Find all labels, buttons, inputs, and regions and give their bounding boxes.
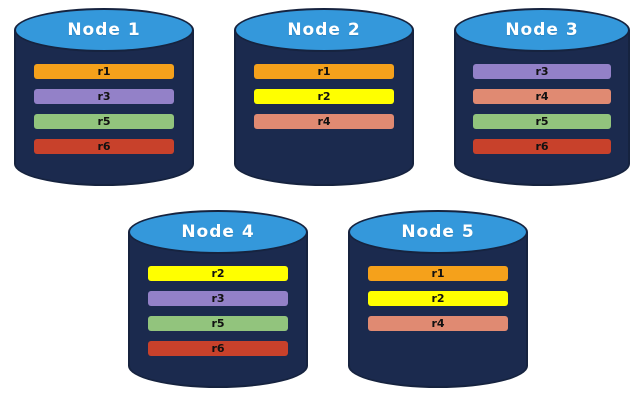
replica-row-label: r6	[211, 342, 225, 355]
cylinder-top-ellipse: Node 1	[14, 8, 194, 52]
node-title: Node 1	[67, 19, 141, 40]
replica-row[interactable]: r2	[253, 89, 395, 104]
cylinder-top-ellipse: Node 3	[454, 8, 630, 52]
replica-row[interactable]: r1	[367, 266, 509, 281]
replica-row[interactable]: r1	[253, 64, 395, 79]
replica-row-label: r3	[97, 90, 111, 103]
cylinder-top-ellipse: Node 2	[234, 8, 414, 52]
database-node[interactable]: Node 2 r1 r2 r4	[234, 8, 414, 186]
replica-row-list: r1 r2 r4	[348, 266, 528, 331]
node-title: Node 4	[181, 221, 255, 242]
database-node[interactable]: Node 1 r1 r3 r5 r6	[14, 8, 194, 186]
replica-row-label: r1	[97, 65, 111, 78]
node-title: Node 3	[505, 19, 579, 40]
replica-row-label: r5	[97, 115, 111, 128]
replica-row-list: r1 r3 r5 r6	[14, 64, 194, 154]
replica-row[interactable]: r4	[253, 114, 395, 129]
replica-row[interactable]: r1	[33, 64, 175, 79]
cylinder-top-ellipse: Node 5	[348, 210, 528, 254]
replica-row-label: r2	[317, 90, 331, 103]
replica-row[interactable]: r3	[147, 291, 289, 306]
replica-row-label: r5	[535, 115, 549, 128]
replica-row-label: r1	[317, 65, 331, 78]
replica-row-label: r2	[431, 292, 445, 305]
replica-row-label: r3	[535, 65, 549, 78]
database-node[interactable]: Node 5 r1 r2 r4	[348, 210, 528, 388]
replica-row-label: r4	[535, 90, 549, 103]
replica-row[interactable]: r4	[473, 89, 611, 104]
replica-row[interactable]: r2	[367, 291, 509, 306]
database-node[interactable]: Node 4 r2 r3 r5 r6	[128, 210, 308, 388]
replica-row[interactable]: r4	[367, 316, 509, 331]
replica-row-list: r1 r2 r4	[234, 64, 414, 129]
node-title: Node 5	[401, 221, 475, 242]
replica-row[interactable]: r5	[147, 316, 289, 331]
replica-row-label: r2	[211, 267, 225, 280]
replica-row-label: r1	[431, 267, 445, 280]
replica-row[interactable]: r6	[147, 341, 289, 356]
replica-row-label: r4	[317, 115, 331, 128]
replica-row-label: r6	[97, 140, 111, 153]
replica-row-label: r4	[431, 317, 445, 330]
node-title: Node 2	[287, 19, 361, 40]
replica-row[interactable]: r2	[147, 266, 289, 281]
database-node[interactable]: Node 3 r3 r4 r5 r6	[454, 8, 630, 186]
replica-row-label: r6	[535, 140, 549, 153]
replica-row[interactable]: r5	[33, 114, 175, 129]
replica-row[interactable]: r3	[473, 64, 611, 79]
cylinder-top-ellipse: Node 4	[128, 210, 308, 254]
replica-row[interactable]: r6	[33, 139, 175, 154]
cylinder-shape: Node 2	[234, 8, 414, 186]
replica-row[interactable]: r5	[473, 114, 611, 129]
replica-row-list: r2 r3 r5 r6	[128, 266, 308, 356]
replica-row-label: r3	[211, 292, 225, 305]
replica-row[interactable]: r6	[473, 139, 611, 154]
replica-row-list: r3 r4 r5 r6	[454, 64, 630, 154]
replica-row-label: r5	[211, 317, 225, 330]
replica-row[interactable]: r3	[33, 89, 175, 104]
